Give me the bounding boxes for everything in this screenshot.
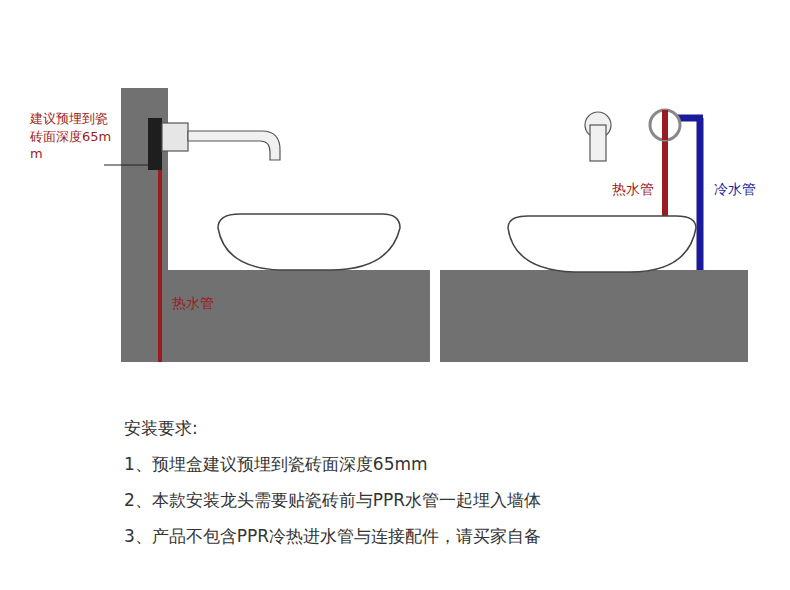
cold-pipe <box>697 118 704 270</box>
faucet-flange <box>162 123 188 151</box>
requirement-line: 1、预埋盒建议预埋到瓷砖面深度65mm <box>124 454 428 474</box>
requirement-line: 2、本款安装龙头需要贴瓷砖前与PPR水管一起埋入墙体 <box>124 490 541 510</box>
wall <box>121 88 168 362</box>
hot-pipe <box>662 140 668 217</box>
pipe-label: 热水管 <box>172 295 214 312</box>
pipe-label: 热水管 <box>612 181 654 198</box>
requirement-line: 3、产品不包含PPR冷热进水管与连接配件，请买家自备 <box>124 526 541 546</box>
basin <box>218 214 400 270</box>
callout-note: 建议预埋到瓷砖面深度65mm <box>30 110 112 163</box>
pipe-label: 冷水管 <box>714 181 756 198</box>
counter <box>440 270 748 362</box>
hot-pipe <box>158 150 162 362</box>
counter <box>168 270 430 362</box>
hot-pipe <box>662 110 668 140</box>
basin <box>508 216 696 272</box>
section-heading: 安装要求: <box>124 418 198 438</box>
handle-flange <box>650 110 680 140</box>
embedded-box <box>148 118 162 170</box>
faucet-spout <box>188 131 280 160</box>
leader-line <box>104 165 148 166</box>
faucet-spout <box>590 125 606 161</box>
